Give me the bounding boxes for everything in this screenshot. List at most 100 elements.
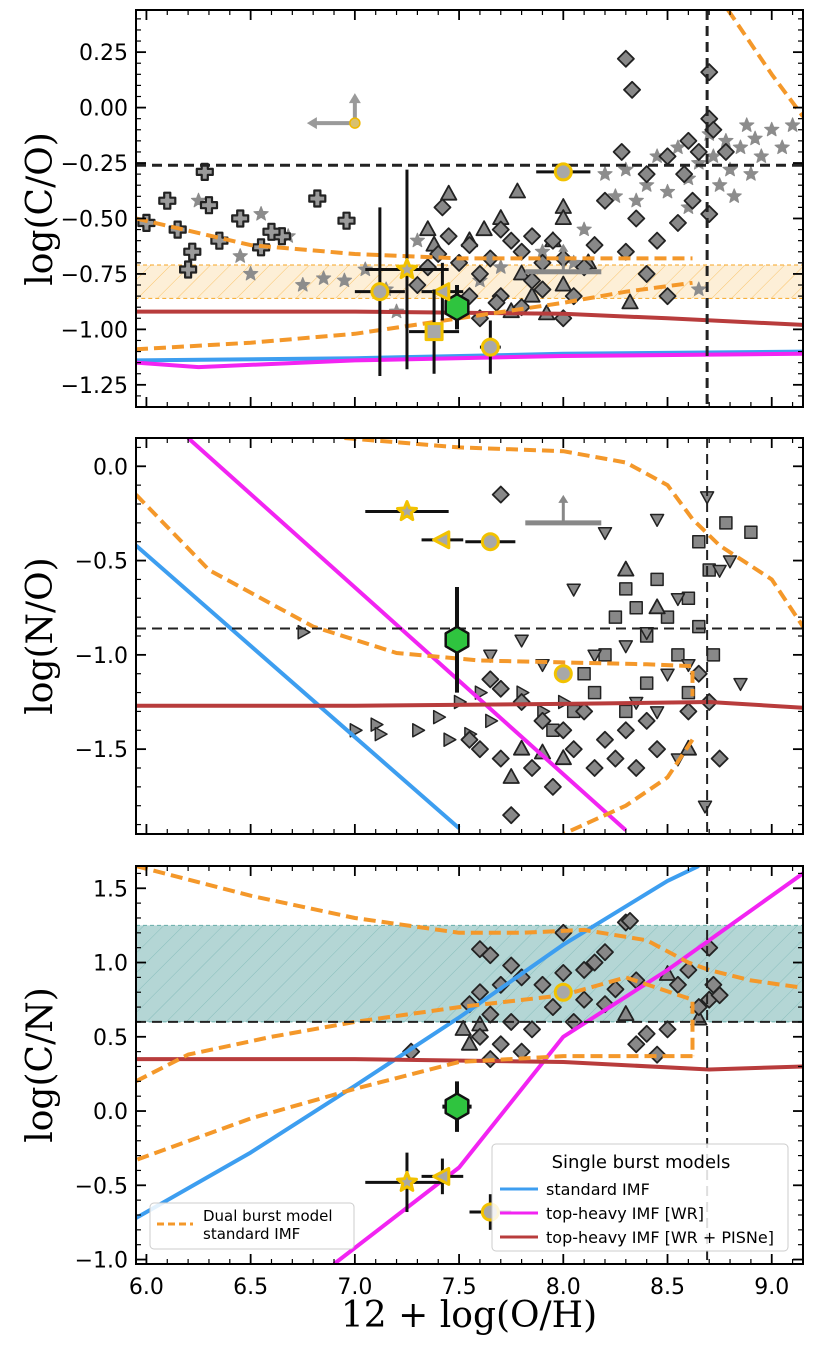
gray-diamond-point: [575, 702, 594, 721]
highlight-star-point: [396, 258, 418, 280]
gray-diamond-point: [710, 986, 729, 1005]
gray-star-point: [357, 261, 373, 277]
gray-down-triangle-point: [587, 649, 602, 663]
gray-diamond-point: [596, 943, 614, 962]
gray-cross-point: [308, 189, 327, 208]
gray-right-triangle-point: [374, 726, 388, 742]
legend-entry-standard-imf: standard IMF: [546, 1180, 650, 1199]
gray-diamond-point: [491, 749, 510, 768]
limit-arrow-left-head: [306, 117, 317, 130]
gray-right-triangle-point: [443, 732, 457, 747]
gray-diamond-point: [439, 227, 458, 246]
gray-star-point: [764, 121, 780, 137]
gray-triangle-point: [475, 220, 493, 237]
gray-cross-point: [179, 260, 198, 279]
model-curve-3: [136, 866, 803, 990]
x-tick-label: 8.5: [650, 1275, 685, 1300]
gray-square-point: [619, 704, 633, 719]
gray-square-point: [619, 582, 633, 596]
gray-diamond-point: [716, 142, 735, 161]
model-curve-5: [726, 10, 803, 118]
gray-square-point: [546, 723, 560, 738]
panel-n-o: 0.0−0.5−1.0−1.5: [75, 437, 804, 835]
model-curve-4: [136, 493, 695, 697]
gray-diamond-point: [433, 198, 452, 217]
gray-star-point: [747, 130, 763, 146]
highlight-star-point: [396, 500, 418, 522]
gray-diamond-point: [575, 990, 594, 1009]
y-tick-label: 0.25: [79, 41, 128, 66]
model-curve-5: [136, 1054, 693, 1162]
gray-diamond-point: [621, 912, 639, 930]
model-curve-0: [136, 543, 461, 830]
gray-star-point: [628, 192, 644, 208]
gray-down-triangle-point: [618, 640, 634, 654]
gray-diamond-point: [502, 231, 521, 250]
gray-down-triangle-point: [712, 564, 727, 578]
gray-square-point: [629, 600, 643, 615]
gray-diamond-point: [470, 740, 489, 759]
gray-square-point: [692, 534, 706, 549]
gray-star-point: [243, 265, 259, 281]
gray-down-triangle-point: [697, 800, 713, 814]
y-tick-label: −1.5: [75, 738, 128, 763]
gray-diamond-point: [481, 946, 500, 965]
highlight-square-point: [424, 322, 444, 342]
gray-diamond-point: [512, 693, 531, 711]
highlight-triangle-point: [432, 1166, 451, 1186]
gray-diamond-point: [675, 165, 694, 184]
gray-diamond-point: [596, 730, 614, 749]
y-tick-label: 1.0: [93, 952, 128, 977]
gray-right-triangle-point: [412, 723, 426, 738]
gray-triangle-point: [554, 275, 572, 292]
gray-down-triangle-point: [597, 526, 613, 541]
gray-diamond-point: [470, 264, 489, 283]
gray-triangle-point: [621, 293, 639, 310]
gray-diamond-point: [564, 740, 583, 759]
model-curve-0: [136, 349, 803, 363]
highlight-triangle-point: [432, 530, 451, 550]
gray-star-point: [253, 206, 269, 221]
x-tick-label: 7.0: [337, 1275, 372, 1300]
y-tick-label: −1.0: [75, 1249, 128, 1274]
gray-cross-point: [195, 162, 214, 181]
gray-diamond-point: [491, 485, 510, 504]
gray-diamond-point: [627, 759, 646, 777]
gray-square-point: [681, 591, 696, 606]
y-tick-label: −0.5: [75, 550, 128, 575]
gray-diamond-point: [637, 165, 656, 184]
gray-down-triangle-point: [514, 634, 529, 648]
highlight-circle-point: [480, 532, 500, 552]
gray-star-point: [659, 183, 676, 199]
limit-point: [349, 117, 361, 129]
gray-star-point: [774, 139, 790, 155]
gray-diamond-point: [623, 80, 641, 99]
gray-star-point: [576, 221, 592, 237]
gray-diamond-point: [554, 721, 573, 740]
gray-square-point: [587, 685, 602, 700]
y-tick-label: 0.5: [93, 1026, 128, 1051]
x-tick-label: 6.5: [233, 1275, 268, 1300]
gray-diamond-point: [689, 142, 708, 161]
gray-diamond-point: [585, 759, 604, 777]
model-curve-3: [344, 438, 803, 628]
model-curve-2: [136, 1057, 803, 1072]
gray-diamond-point: [543, 998, 562, 1016]
gray-square-point: [744, 525, 758, 540]
gray-triangle-point: [419, 220, 437, 237]
legend-title: Single burst models: [552, 1152, 731, 1173]
gray-right-triangle-point: [485, 713, 499, 729]
gray-diamond-point: [533, 975, 552, 994]
gray-diamond-point: [658, 287, 677, 306]
model-curve-3: [136, 216, 693, 261]
gray-diamond-point: [418, 258, 437, 277]
gray-diamond-point: [470, 983, 489, 1002]
model-curve-1: [136, 351, 803, 370]
y-tick-label: −0.5: [75, 1174, 128, 1199]
gray-diamond-point: [512, 968, 531, 987]
gray-diamond-point: [523, 759, 541, 777]
gray-diamond-point: [533, 280, 552, 299]
y-tick-label: −1.0: [75, 644, 128, 669]
